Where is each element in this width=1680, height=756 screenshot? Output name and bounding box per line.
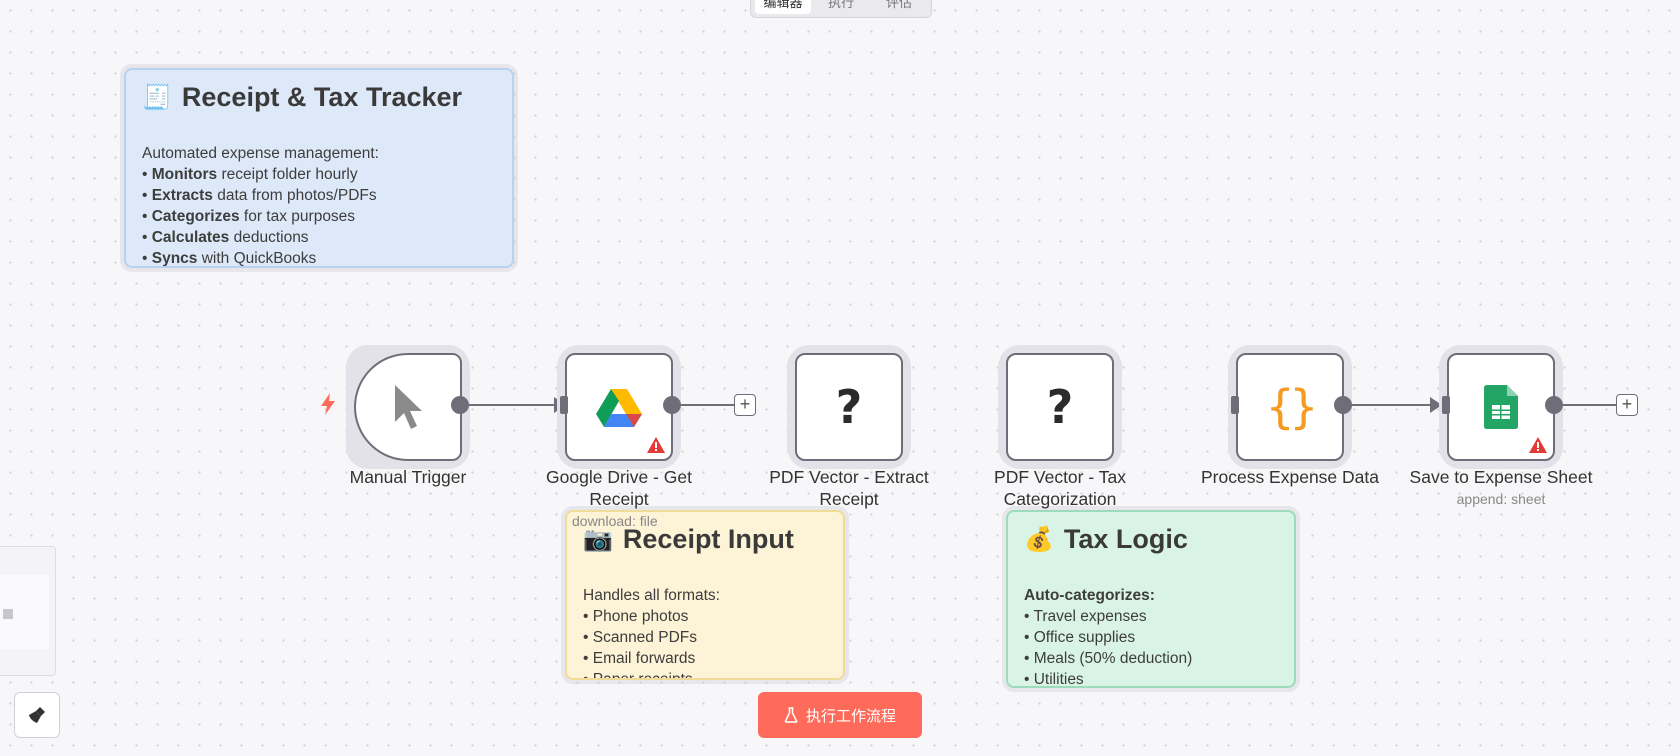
input-handle[interactable] [560,396,568,414]
google-sheets-icon [1484,385,1518,429]
connection-line [469,404,564,406]
node-subtitle: append: sheet [1456,491,1546,507]
broom-icon [29,707,45,723]
warning-icon [1529,437,1547,453]
cursor-icon [395,385,422,429]
sticky-note-tax-logic[interactable]: 💰 Tax Logic Auto-categorizes: Travel exp… [1006,510,1296,688]
list-item: Monitors receipt folder hourly [142,164,496,185]
camera-icon: 📷 [583,526,613,553]
minimap[interactable] [0,546,56,676]
list-item: Extracts data from photos/PDFs [142,185,496,206]
list-item: Travel expenses [1024,606,1278,627]
sticky-list: Travel expenses Office supplies Meals (5… [1024,606,1278,686]
node-pdf-tax-frame: ? [998,345,1122,469]
receipt-icon: 🧾 [142,84,172,111]
sticky-intro: Handles all formats: [583,587,720,604]
node-label: PDF Vector - Tax Categorization [994,467,1126,509]
node-pdf-extract[interactable]: ? [795,353,903,461]
list-item: Email forwards [583,648,827,669]
list-item: Calculates deductions [142,227,496,248]
tab-editor[interactable]: 编辑器 [755,0,811,14]
sticky-note-receipt-input[interactable]: 📷 Receipt Input Handles all formats: Pho… [565,510,845,680]
flask-icon [784,707,798,723]
money-bag-icon: 💰 [1024,526,1054,553]
node-subtitle: download: file [572,513,658,529]
sticky-list: Phone photos Scanned PDFs Email forwards… [583,606,827,678]
input-handle[interactable] [1442,396,1450,414]
execute-workflow-button[interactable]: 执行工作流程 [758,692,922,738]
node-save-sheet-frame [1439,345,1563,469]
tab-evaluations[interactable]: 评估 [885,0,912,10]
add-node-button[interactable]: + [1616,394,1638,416]
node-google-drive-frame [557,345,681,469]
code-braces-icon: {} [1266,380,1317,434]
node-pdf-tax[interactable]: ? [1006,353,1114,461]
node-label: Save to Expense Sheet [1409,467,1593,487]
minimap-node [3,609,13,619]
sticky-intro: Auto-categorizes: [1024,587,1155,604]
node-label: Google Drive - Get Receipt [546,467,692,509]
sticky-title: 💰 Tax Logic [1024,524,1278,555]
node-label: PDF Vector - Extract Receipt [769,467,929,509]
node-label: Process Expense Data [1200,467,1379,487]
output-handle[interactable] [1545,396,1563,414]
question-icon: ? [1046,380,1074,434]
question-icon: ? [835,380,863,434]
node-manual-trigger[interactable] [354,353,462,461]
node-process-expense-frame: {} [1228,345,1352,469]
list-item: Categorizes for tax purposes [142,206,496,227]
sticky-title: 🧾 Receipt & Tax Tracker [142,82,496,113]
add-node-button[interactable]: + [734,394,756,416]
node-label: Manual Trigger [349,467,467,487]
sticky-intro: Automated expense management: [142,145,379,162]
output-handle[interactable] [1334,396,1352,414]
sticky-title-text: Receipt Input [622,524,794,554]
sticky-title-text: Receipt & Tax Tracker [181,82,463,112]
node-google-drive[interactable] [565,353,673,461]
list-item: Office supplies [1024,627,1278,648]
connection-line [1563,404,1627,406]
sticky-title-text: Tax Logic [1063,524,1188,554]
node-process-expense[interactable]: {} [1236,353,1344,461]
sticky-list: Monitors receipt folder hourly Extracts … [142,164,496,266]
list-item: Scanned PDFs [583,627,827,648]
connection-line [681,404,735,406]
view-tabs: 编辑器 执行 评估 [750,0,932,18]
output-handle[interactable] [451,396,469,414]
node-save-sheet[interactable] [1447,353,1555,461]
tab-executions[interactable]: 执行 [827,0,854,10]
connection-line [1352,404,1438,406]
list-item: Phone photos [583,606,827,627]
sticky-title: 📷 Receipt Input [583,524,827,555]
arrow-head-icon [1430,397,1442,413]
list-item: Syncs with QuickBooks [142,248,496,266]
tidy-up-button[interactable] [14,692,60,738]
warning-icon [647,437,665,453]
list-item: Meals (50% deduction) [1024,648,1278,669]
google-drive-icon [596,389,642,427]
input-handle[interactable] [1231,396,1239,414]
list-item: Utilities [1024,669,1278,686]
lightning-icon [321,393,335,415]
execute-workflow-label: 执行工作流程 [805,707,896,725]
output-handle[interactable] [663,396,681,414]
sticky-note-overview[interactable]: 🧾 Receipt & Tax Tracker Automated expens… [124,68,514,268]
list-item: Paper receipts [583,669,827,678]
node-pdf-extract-frame: ? [787,345,911,469]
